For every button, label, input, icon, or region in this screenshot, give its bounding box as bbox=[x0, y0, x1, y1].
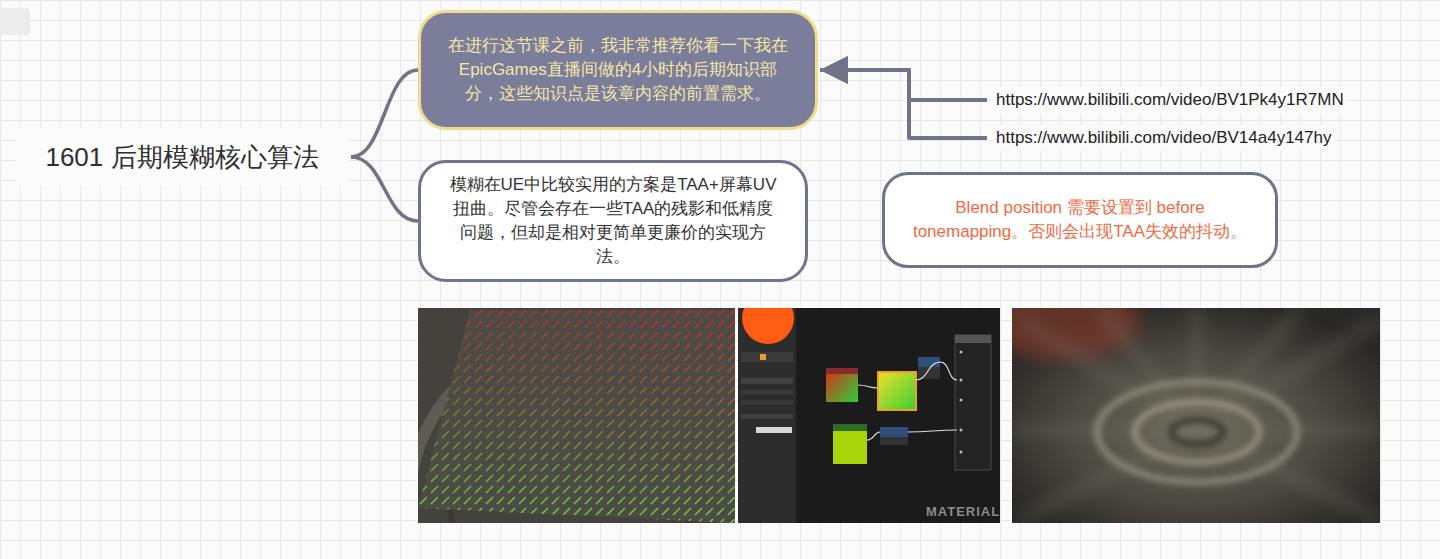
prerequisite-box: 在进行这节课之前，我非常推荐你看一下我在EpicGames直播间做的4小时的后期… bbox=[418, 10, 818, 130]
node-text: 模糊在UE中比较实用的方案是TAA+屏幕UV扭曲。尽管会存在一些TAA的残影和低… bbox=[449, 173, 777, 268]
branch-line bbox=[351, 70, 418, 157]
method-box: 模糊在UE中比较实用的方案是TAA+屏幕UV扭曲。尽管会存在一些TAA的残影和低… bbox=[418, 160, 808, 282]
root-topic: 1601 后期模糊核心算法 bbox=[16, 128, 348, 186]
radial-blur-screenshot bbox=[1012, 308, 1380, 523]
arrow-connector bbox=[820, 70, 987, 138]
watermark-label: MATERIAL bbox=[926, 504, 1000, 519]
link-text: https://www.bilibili.com/video/BV1Pk4y1R… bbox=[993, 87, 1347, 113]
branch-line bbox=[351, 157, 418, 221]
node-text: https://www.bilibili.com/video/BV1Pk4y1R… bbox=[996, 89, 1344, 111]
vector-field-screenshot bbox=[418, 308, 735, 523]
node-text: Blend position 需要设置到 before tonemapping。… bbox=[909, 196, 1251, 244]
material-editor-screenshot bbox=[738, 308, 1000, 523]
link-text: https://www.bilibili.com/video/BV14a4y14… bbox=[993, 125, 1334, 151]
node-text: https://www.bilibili.com/video/BV14a4y14… bbox=[996, 127, 1331, 149]
arrow-connector bbox=[820, 70, 987, 100]
corner-icon bbox=[0, 8, 30, 35]
note-box: Blend position 需要设置到 before tonemapping。… bbox=[882, 172, 1278, 268]
node-text: 在进行这节课之前，我非常推荐你看一下我在EpicGames直播间做的4小时的后期… bbox=[447, 34, 789, 105]
node-text: 1601 后期模糊核心算法 bbox=[45, 141, 318, 174]
